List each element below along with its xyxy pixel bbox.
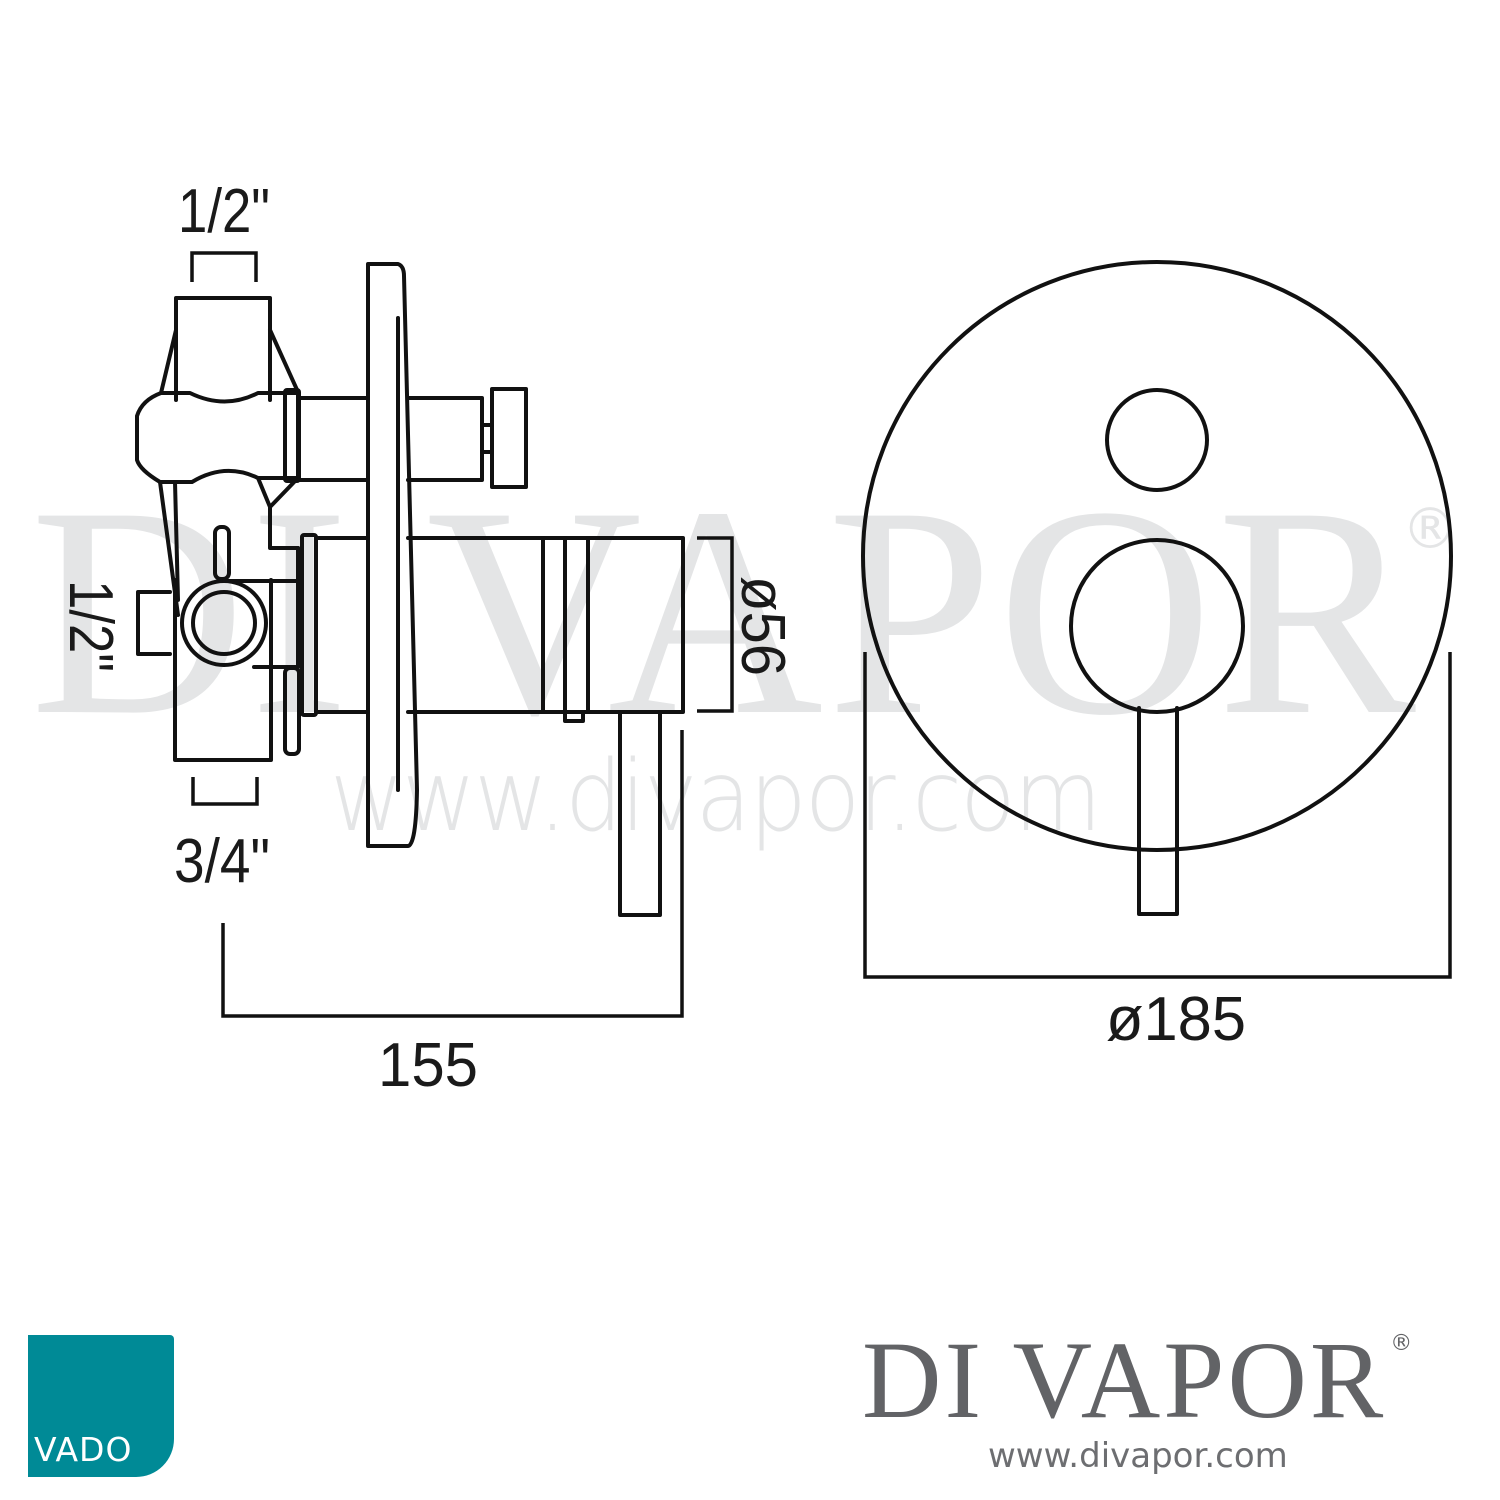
- bottom-outlet-label: 3/4": [174, 827, 270, 896]
- top-inlet-left-flare: [159, 328, 178, 395]
- divapor-logo: DI VAPOR®: [862, 1325, 1492, 1435]
- body-diameter-label: ø56: [728, 576, 797, 676]
- lower-collar: [300, 533, 318, 717]
- wall-plate-front: [861, 260, 1453, 852]
- lower-body-block: [173, 578, 273, 762]
- vado-logo: VADO: [28, 1335, 174, 1477]
- lever-handle-side: [618, 710, 662, 917]
- ring-pin-top: [213, 525, 231, 581]
- wall-plate-profile: [366, 262, 419, 848]
- divapor-url[interactable]: www.divapor.com: [988, 1436, 1288, 1476]
- bottom-outlet-dim-bracket: [191, 777, 259, 806]
- watermark: DI VAPOR ® www.divapor.com: [30, 445, 1458, 854]
- body-left-stem: [173, 480, 180, 602]
- watermark-brand: DI VAPOR: [30, 445, 1420, 777]
- handle-hub-front: [1069, 538, 1245, 714]
- cartridge-tab: [563, 710, 585, 723]
- top-inlet-dim-bracket: [190, 251, 258, 282]
- depth-label: 155: [378, 1031, 478, 1100]
- diverter-spindle: [406, 396, 484, 482]
- diverter-knob-front: [1105, 388, 1209, 492]
- top-inlet-nozzle: [174, 296, 272, 402]
- valve-body-upper: [135, 391, 300, 484]
- body-diameter-dim-bracket: [697, 536, 734, 713]
- side-view: 1/2" 1/2" 3/4" ø56 155: [56, 177, 797, 1100]
- cartridge-inner: [314, 536, 370, 714]
- cartridge-body: [406, 536, 685, 714]
- depth-dim-bracket: [221, 730, 684, 1018]
- watermark-url: www.divapor.com: [330, 740, 1100, 854]
- divapor-logo-reg: ®: [1390, 1331, 1413, 1356]
- vado-logo-text: VADO: [34, 1430, 133, 1469]
- divapor-logo-name: DI VAPOR: [862, 1319, 1387, 1441]
- upper-spindle: [297, 396, 370, 482]
- lever-handle-front: [1137, 706, 1179, 916]
- lower-body-upper-step: [268, 505, 300, 550]
- plate-diameter-dim-bracket: [863, 652, 1452, 979]
- upper-collar: [283, 388, 301, 483]
- side-inlet-label: 1/2": [56, 580, 125, 672]
- front-view: ø185: [861, 260, 1453, 1054]
- plate-diameter-label: ø185: [1106, 985, 1246, 1054]
- top-inlet-right-flare: [268, 328, 300, 394]
- ring-fitting-inner: [191, 590, 257, 656]
- side-inlet-stub: [136, 590, 172, 656]
- diverter-knob: [490, 387, 528, 489]
- top-inlet-label: 1/2": [178, 177, 270, 246]
- diverter-neck: [480, 423, 494, 454]
- lower-pin: [283, 666, 301, 756]
